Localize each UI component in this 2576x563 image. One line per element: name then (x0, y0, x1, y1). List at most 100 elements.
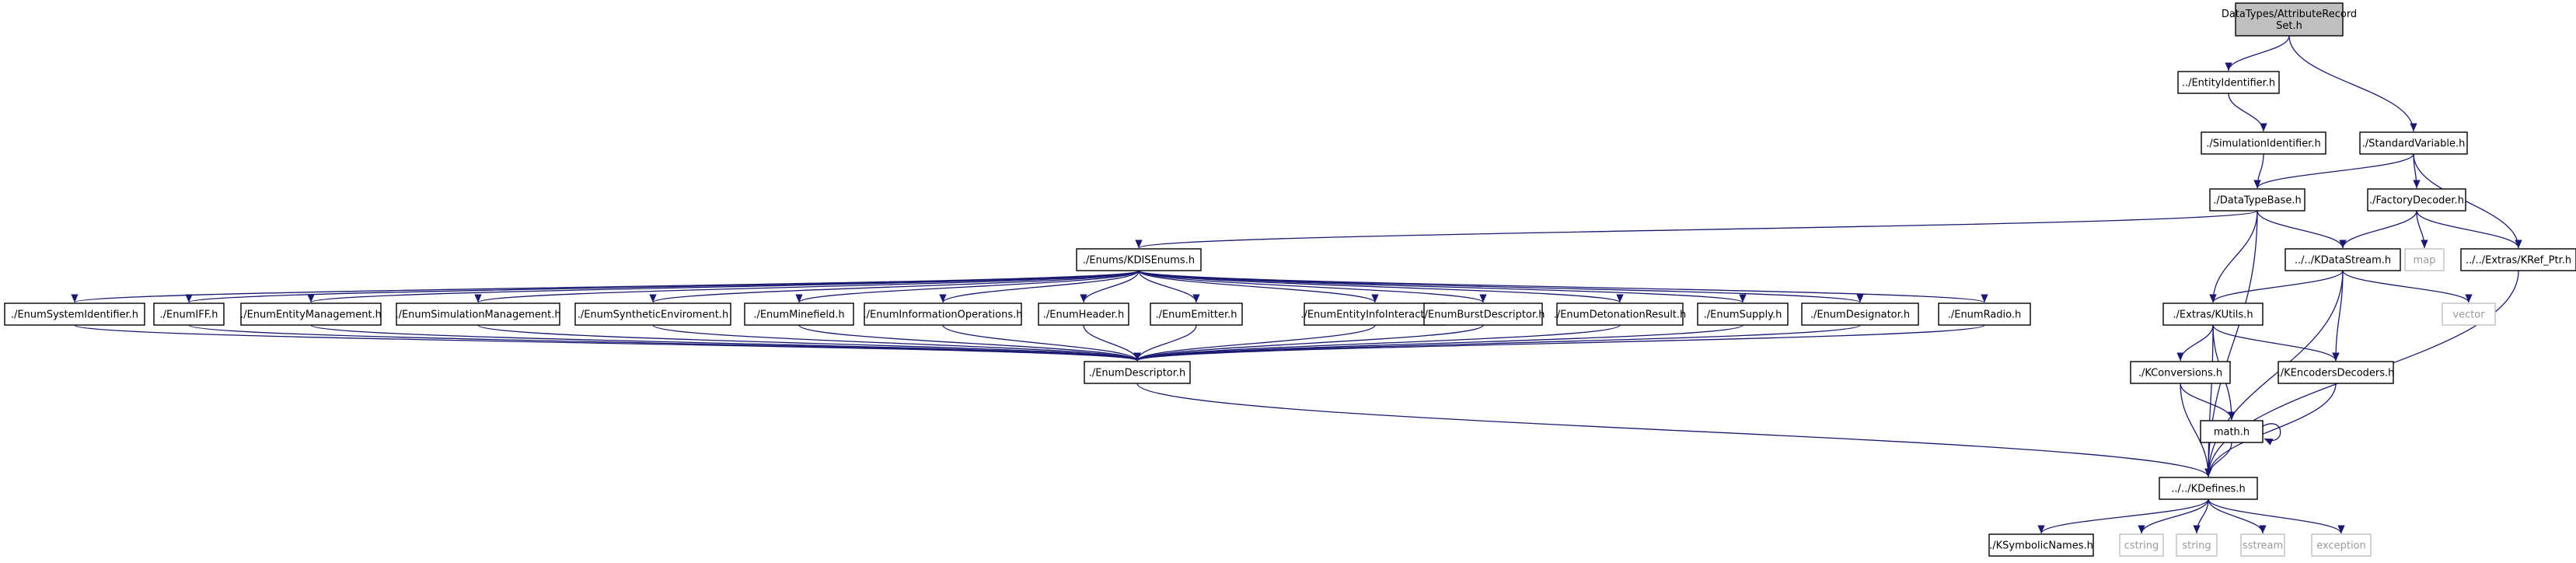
edge-kdatastream-to-vector (2342, 270, 2473, 303)
edge-kconv-to-math (2180, 383, 2236, 421)
node-label: sstream (2243, 540, 2283, 552)
edge-factory-to-krefptr (2416, 210, 2522, 249)
node-krefptr[interactable]: ../../Extras/KRef_Ptr.h (2460, 248, 2576, 271)
node-box (2209, 188, 2305, 212)
node-box (2235, 2, 2344, 37)
edge-math-to-math (2262, 423, 2281, 446)
node-box (2359, 131, 2468, 155)
edge-kencdec-to-kdefines (2204, 383, 2337, 477)
node-e_header[interactable]: ./EnumHeader.h (1038, 302, 1129, 326)
edge-e_iff-to-enumdesc (188, 324, 1141, 362)
node-simid[interactable]: ./SimulationIdentifier.h (2201, 131, 2326, 155)
node-e_radio[interactable]: ./EnumRadio.h (1938, 302, 2031, 326)
edge-kdisenums-to-e_iff (186, 270, 1140, 303)
node-exception: exception (2311, 533, 2372, 557)
node-label: ./EnumDetonationResult.h (1554, 309, 1687, 321)
edge-kdisenums-to-e_emitter (1138, 270, 1200, 303)
edge-dtbase-to-kutils (2209, 210, 2258, 303)
edge-e_deton-to-enumdesc (1133, 324, 1621, 362)
node-factory[interactable]: ./FactoryDecoder.h (2367, 188, 2466, 212)
node-box (396, 302, 560, 326)
node-e_supply[interactable]: ./EnumSupply.h (1697, 302, 1789, 326)
node-kdefines[interactable]: ../../KDefines.h (2159, 477, 2258, 500)
edge-kutils-to-kconv (2176, 324, 2214, 362)
node-label: ./EnumRadio.h (1948, 309, 2022, 321)
node-kencdec[interactable]: ./KEncodersDecoders.h (2278, 361, 2395, 384)
node-label: ./EnumSupply.h (1704, 309, 1782, 321)
edge-kdatastream-to-kutils (2209, 270, 2344, 303)
node-box (2162, 302, 2264, 326)
node-e_iff[interactable]: ./EnumIFF.h (153, 302, 225, 326)
node-box (2176, 533, 2218, 557)
node-box (1084, 361, 1191, 384)
node-label: ./EnumEntityInfoInteraction.h (1300, 309, 1449, 321)
node-box (2442, 302, 2496, 326)
node-box (1938, 302, 2031, 326)
node-e_desig[interactable]: ./EnumDesignator.h (1801, 302, 1919, 326)
node-label: ./DataTypeBase.h (2213, 195, 2301, 207)
node-kdisenums[interactable]: ./Enums/KDISEnums.h (1076, 248, 1202, 271)
edge-e_desig-to-enumdesc (1133, 324, 1861, 362)
node-box (2278, 361, 2394, 384)
node-e_emitter[interactable]: ./EnumEmitter.h (1150, 302, 1243, 326)
node-label: string (2182, 540, 2211, 552)
node-label: ./KConversions.h (2138, 368, 2222, 379)
node-label: ./EnumBurstDescriptor.h (1422, 309, 1545, 321)
node-entityid[interactable]: ../EntityIdentifier.h (2177, 71, 2280, 94)
node-box (240, 302, 382, 326)
edge-kdefines-to-ksymb (2037, 498, 2209, 534)
node-e_sysid[interactable]: ./EnumSystemIdentifier.h (4, 302, 145, 326)
node-box (2240, 533, 2285, 557)
node-label: ./EnumDesignator.h (1810, 309, 1910, 321)
node-ksymb[interactable]: ./KSymbolicNames.h (1988, 533, 2094, 557)
node-kconv[interactable]: ./KConversions.h (2130, 361, 2231, 384)
node-box (1150, 302, 1243, 326)
node-e_simmgmt[interactable]: ./EnumSimulationManagement.h (395, 302, 561, 326)
node-kdatastream[interactable]: ../../KDataStream.h (2285, 248, 2401, 271)
edge-kdisenums-to-e_desig (1138, 270, 1864, 303)
node-string: string (2176, 533, 2218, 557)
node-kutils[interactable]: ./Extras/KUtils.h (2162, 302, 2264, 326)
node-map: map (2404, 248, 2445, 271)
edge-root-to-stdvar (2288, 35, 2417, 132)
node-box (1423, 302, 1543, 326)
node-stdvar[interactable]: ./StandardVariable.h (2359, 131, 2468, 155)
node-e_deton[interactable]: ./EnumDetonationResult.h (1554, 302, 1687, 326)
node-box (4, 302, 145, 326)
node-label: map (2414, 255, 2436, 267)
edge-e_sysid-to-enumdesc (74, 324, 1140, 362)
node-label: ./EnumSystemIdentifier.h (11, 309, 138, 321)
node-e_entinfo[interactable]: ./EnumEntityInfoInteraction.h (1300, 302, 1450, 326)
edge-dtbase-to-kdisenums (1136, 210, 2258, 249)
node-e_burst[interactable]: ./EnumBurstDescriptor.h (1422, 302, 1545, 326)
node-label: ./EnumMinefield.h (753, 309, 844, 321)
node-label: ./EnumDescriptor.h (1089, 368, 1186, 379)
node-math[interactable]: math.h (2200, 420, 2264, 443)
edge-kdisenums-to-e_radio (1138, 270, 1988, 303)
node-enumdesc[interactable]: ./EnumDescriptor.h (1084, 361, 1191, 384)
edge-kdisenums-to-e_entinfo (1138, 270, 1379, 303)
node-box (574, 302, 731, 326)
node-e_synth[interactable]: ./EnumSyntheticEnviroment.h (574, 302, 731, 326)
node-e_infoops[interactable]: ./EnumInformationOperations.h (864, 302, 1023, 326)
node-e_entmgmt[interactable]: ./EnumEntityManagement.h (240, 302, 382, 326)
edge-kdisenums-to-e_mine (795, 270, 1140, 303)
node-e_mine[interactable]: ./EnumMinefield.h (744, 302, 854, 326)
node-box (1556, 302, 1684, 326)
edge-kutils-to-kdefines (2204, 324, 2214, 477)
node-label: ./EnumInformationOperations.h (864, 309, 1023, 321)
edge-e_radio-to-enumdesc (1133, 324, 1985, 362)
node-box (2200, 420, 2264, 443)
edge-entityid-to-simid (2228, 93, 2267, 132)
node-box (864, 302, 1022, 326)
node-dtbase[interactable]: ./DataTypeBase.h (2209, 188, 2305, 212)
node-box (1801, 302, 1919, 326)
node-label: math.h (2214, 427, 2250, 439)
edge-kdatastream-to-kencdec (2332, 270, 2344, 362)
node-label: ./FactoryDecoder.h (2369, 195, 2464, 207)
edge-kutils-to-kencdec (2212, 324, 2340, 362)
node-label: ./Extras/KUtils.h (2173, 309, 2253, 321)
